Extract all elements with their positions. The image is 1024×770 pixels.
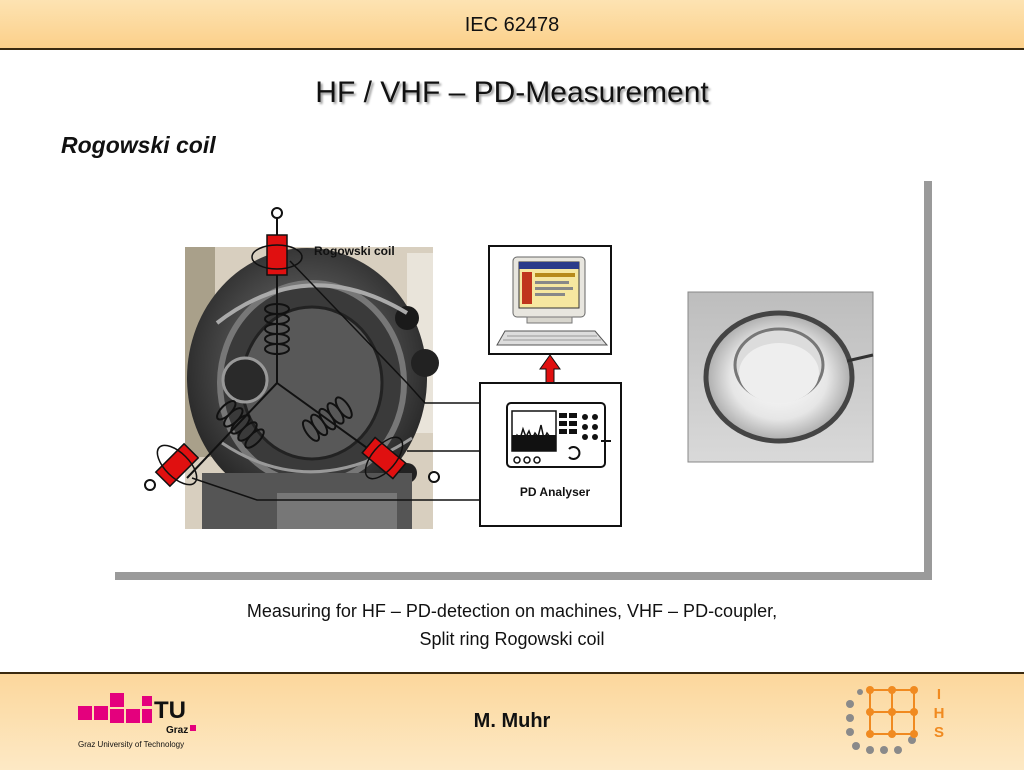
pd-analyser-label: PD Analyser	[520, 485, 591, 499]
figure-caption: Measuring for HF – PD-detection on machi…	[0, 597, 1024, 653]
slide-subheading: Rogowski coil	[61, 132, 216, 158]
header-title: IEC 62478	[464, 14, 560, 36]
signal-cables	[191, 260, 480, 501]
ihs-letter-i: I	[937, 686, 941, 703]
rogowski-sensor-right	[361, 436, 407, 480]
tu-graz-logo: TU Graz Graz University of Technology	[78, 693, 196, 749]
data-arrow	[539, 354, 561, 386]
tu-logo-sub: Graz	[166, 725, 188, 736]
rogowski-coil-label: Rogowski coil	[314, 244, 395, 258]
split-ring-photo	[687, 291, 874, 463]
ihs-letter-h: H	[934, 705, 945, 722]
rogowski-sensor-top	[251, 234, 303, 276]
footer-bar	[0, 672, 1024, 770]
author-name: M. Muhr	[473, 710, 551, 732]
coil-winding-left	[216, 400, 265, 449]
terminal-right	[428, 471, 440, 483]
computer-box	[488, 245, 612, 355]
ihs-logo: I H S	[846, 686, 945, 754]
terminal-left	[144, 479, 156, 491]
tu-logo-caption: Graz University of Technology	[78, 740, 184, 749]
coil-winding-top	[264, 303, 290, 355]
machine-photo	[185, 247, 439, 529]
tu-logo-text: TU	[154, 697, 186, 724]
measurement-diagram: Rogowski coil	[144, 207, 874, 529]
figure-panel: Rogowski coil	[107, 173, 924, 572]
pd-analyser-box: PD Analyser	[479, 382, 622, 527]
slide-heading: HF / VHF – PD-Measurement	[315, 76, 709, 109]
coil-winding-right	[301, 396, 353, 442]
ihs-letter-s: S	[934, 724, 944, 741]
rogowski-sensor-left	[154, 442, 200, 488]
caption-line-2: Split ring Rogowski coil	[419, 629, 605, 649]
header-bar: IEC 62478	[0, 0, 1024, 50]
caption-line-1: Measuring for HF – PD-detection on machi…	[246, 601, 778, 621]
terminal-top	[271, 207, 283, 219]
